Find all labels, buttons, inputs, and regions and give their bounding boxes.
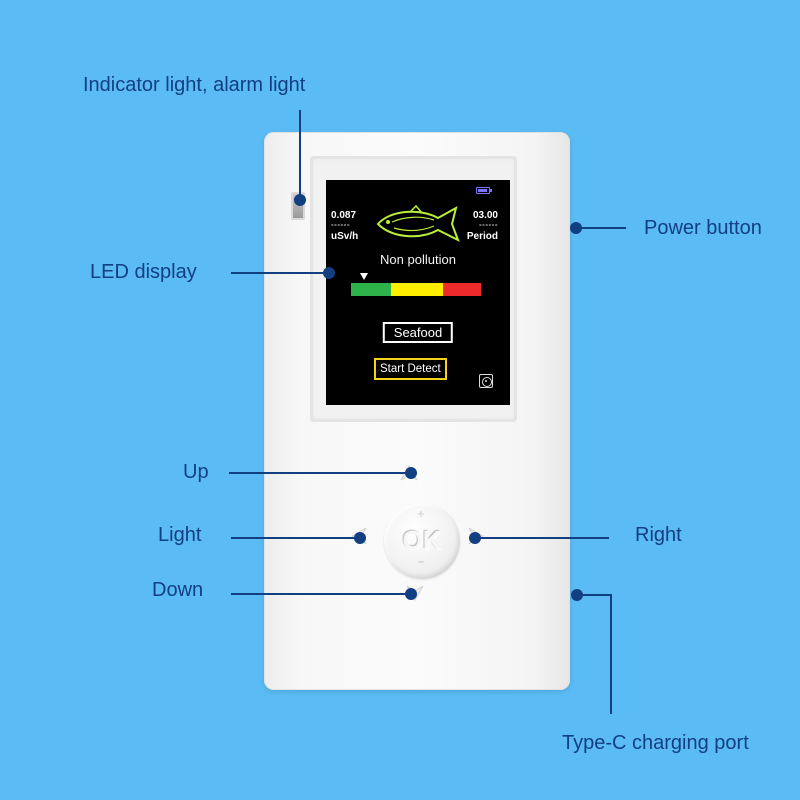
callout-indicator-line xyxy=(299,110,301,200)
scale-segment-1 xyxy=(351,283,392,296)
dose-rate-value: 0.087 xyxy=(331,210,357,221)
period-value: 03.00 xyxy=(472,210,498,221)
callout-light-line xyxy=(231,537,359,539)
callout-led-display-line xyxy=(231,272,329,274)
callout-right-label: Right xyxy=(635,524,682,546)
pollution-status: Non pollution xyxy=(380,252,456,267)
battery-icon xyxy=(476,187,492,194)
callout-down-line xyxy=(231,593,412,595)
detector-device: 0.087 ------ uSv/h 03.00 ------ Period N… xyxy=(264,132,570,690)
level-pointer-icon xyxy=(360,273,368,280)
callout-up-line xyxy=(229,472,412,474)
start-detect-button[interactable]: Start Detect xyxy=(374,358,447,380)
period-reading: 03.00 ------ Period xyxy=(467,210,498,242)
dose-rate-unit: uSv/h xyxy=(331,231,359,242)
callout-up-dot xyxy=(405,467,417,479)
callout-right-line xyxy=(475,537,609,539)
ok-plus-mark: + xyxy=(418,508,426,522)
ok-label: OK xyxy=(402,525,442,555)
callout-power-label: Power button xyxy=(644,217,762,239)
fish-icon xyxy=(376,204,460,243)
callout-type-c-label: Type-C charging port xyxy=(562,732,749,754)
callout-light-label: Light xyxy=(158,524,202,546)
callout-light-dot xyxy=(354,532,366,544)
period-unit: Period xyxy=(466,231,498,242)
dose-rate-reading: 0.087 ------ uSv/h xyxy=(331,210,358,242)
ok-button[interactable]: + OK − xyxy=(384,503,460,579)
period-dashes: ------ xyxy=(479,220,498,229)
callout-indicator-label: Indicator light, alarm light xyxy=(83,74,306,96)
led-display-screen: 0.087 ------ uSv/h 03.00 ------ Period N… xyxy=(326,180,510,405)
pollution-level-scale xyxy=(351,283,481,296)
ok-minus-mark: − xyxy=(418,556,426,570)
callout-led-display-dot xyxy=(323,267,335,279)
callout-down-dot xyxy=(405,588,417,600)
callout-led-display-label: LED display xyxy=(90,261,197,283)
callout-type-c-line-h xyxy=(577,594,612,596)
category-selector[interactable]: Seafood xyxy=(382,322,454,343)
scale-segment-2 xyxy=(391,283,444,296)
settings-icon[interactable] xyxy=(479,374,493,388)
callout-indicator-dot xyxy=(294,194,306,206)
callout-type-c-line-v xyxy=(610,594,612,714)
callout-up-label: Up xyxy=(183,461,209,483)
dose-rate-dashes: ------ xyxy=(331,220,350,229)
callout-power-line xyxy=(576,227,626,229)
scale-segment-3 xyxy=(443,283,481,296)
callout-down-label: Down xyxy=(152,579,204,601)
